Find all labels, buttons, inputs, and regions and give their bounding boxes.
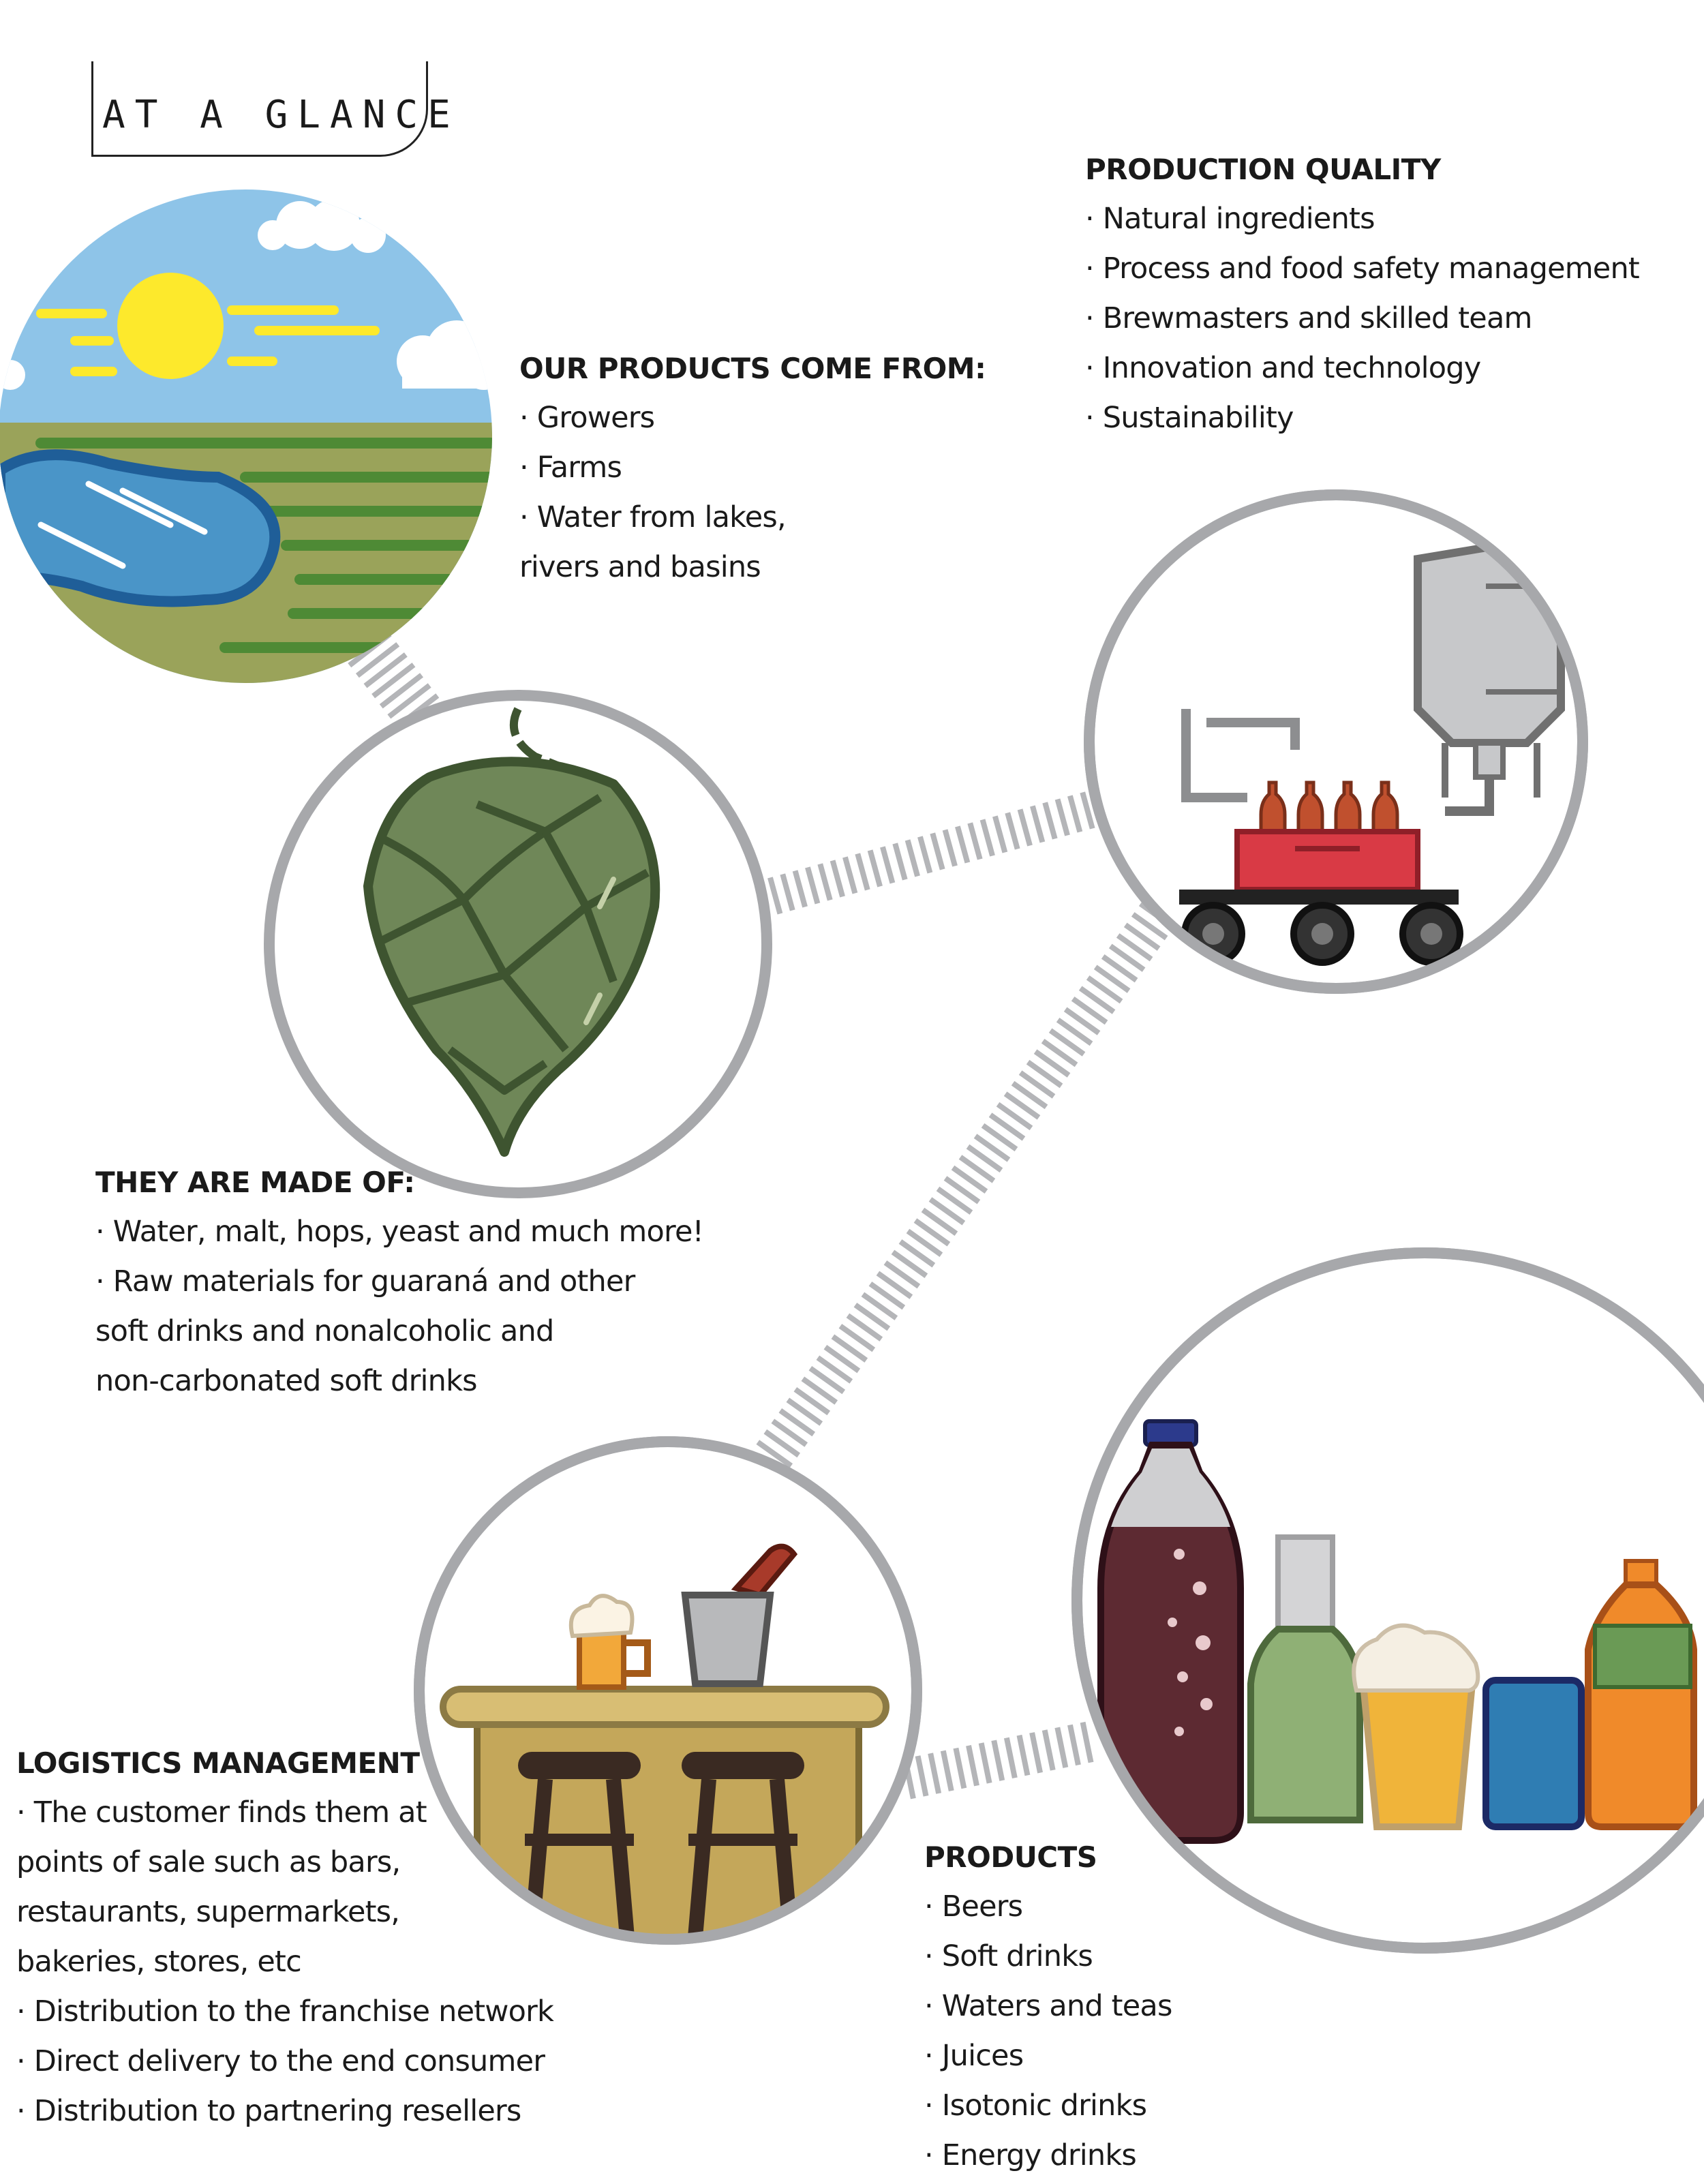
list-item: · Innovation and technology xyxy=(1085,351,1481,385)
section-ingredients: THEY ARE MADE OF: · Water, malt, hops, y… xyxy=(95,1166,704,1406)
list-item: · Distribution to the franchise network xyxy=(16,1995,554,2029)
connector-hop-brewery xyxy=(755,789,1103,918)
list-item: · Isotonic drinks xyxy=(924,2089,1147,2123)
list-item: · Direct delivery to the end consumer xyxy=(16,2044,545,2078)
list-item: · The customer finds them at xyxy=(16,1795,427,1830)
list-item: · Distribution to partnering resellers xyxy=(16,2094,521,2128)
section-heading: OUR PRODUCTS COME FROM: xyxy=(519,352,986,385)
list-item: restaurants, supermarkets, xyxy=(16,1895,400,1929)
list-item: · Water, malt, hops, yeast and much more… xyxy=(95,1215,704,1249)
list-item: points of sale such as bars, xyxy=(16,1845,401,1879)
section-products: PRODUCTS · Beers · Soft drinks · Waters … xyxy=(924,1840,1172,2181)
section-heading: PRODUCTS xyxy=(924,1840,1097,1874)
list-item: · Water from lakes, xyxy=(519,500,787,534)
section-heading: THEY ARE MADE OF: xyxy=(95,1166,415,1199)
field-lake-icon xyxy=(0,189,492,683)
list-item: · Natural ingredients xyxy=(1085,202,1375,236)
section-heading: LOGISTICS MANAGEMENT xyxy=(16,1746,420,1780)
connector-brewery-bar xyxy=(740,901,1176,1491)
list-item: · Juices xyxy=(924,2039,1024,2073)
list-item: · Waters and teas xyxy=(924,1989,1172,2023)
bar-counter-icon xyxy=(414,1436,922,1945)
list-item: rivers and basins xyxy=(519,550,761,584)
list-item: · Growers xyxy=(519,401,655,435)
list-item: non-carbonated soft drinks xyxy=(95,1364,478,1398)
list-item: · Energy drinks xyxy=(924,2138,1137,2172)
section-quality: PRODUCTION QUALITY · Natural ingredients… xyxy=(1085,153,1640,443)
header-tab-frame xyxy=(91,61,428,157)
list-item: · Raw materials for guaraná and other xyxy=(95,1264,635,1299)
hop-cone-icon xyxy=(264,690,772,1198)
section-heading: PRODUCTION QUALITY xyxy=(1085,153,1441,186)
list-item: bakeries, stores, etc xyxy=(16,1945,302,1979)
list-item: · Beers xyxy=(924,1890,1023,1924)
section-origin: OUR PRODUCTS COME FROM: · Growers · Farm… xyxy=(519,352,986,592)
list-item: · Sustainability xyxy=(1085,401,1294,435)
connector-bar-bottles xyxy=(902,1721,1095,1800)
page-title: AT A GLANCE xyxy=(102,93,460,137)
list-item: · Soft drinks xyxy=(924,1939,1093,1973)
beverage-bottles-icon xyxy=(1071,1247,1704,1954)
list-item: soft drinks and nonalcoholic and xyxy=(95,1314,554,1348)
section-logistics: LOGISTICS MANAGEMENT · The customer find… xyxy=(16,1746,554,2136)
list-item: · Farms xyxy=(519,451,622,485)
list-item: · Brewmasters and skilled team xyxy=(1085,301,1532,335)
brewery-production-icon xyxy=(1084,489,1588,994)
connector-field-hop xyxy=(348,632,446,738)
list-item: · Process and food safety management xyxy=(1085,252,1640,286)
